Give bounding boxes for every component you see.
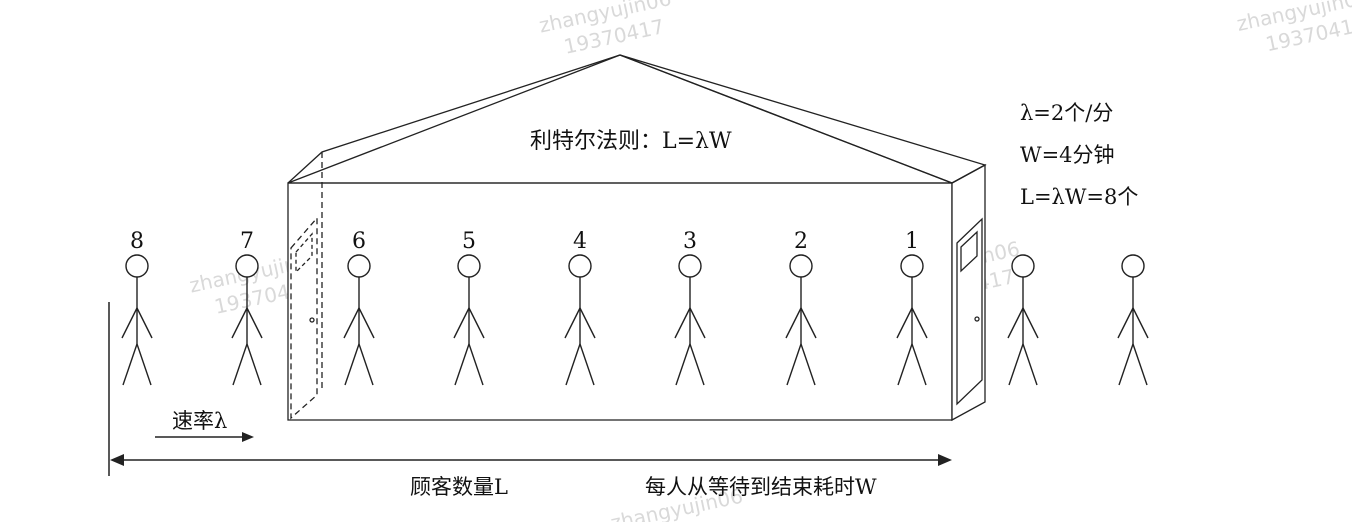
diagram-title: 利特尔法则：L=λW xyxy=(530,129,732,154)
customer-count-label: 顾客数量L xyxy=(410,475,508,499)
person-number: 6 xyxy=(352,229,366,254)
person-left-leg xyxy=(344,343,360,386)
person-left-leg xyxy=(1118,343,1134,386)
person-left-arm xyxy=(1117,307,1134,339)
store-building xyxy=(287,54,987,422)
person-right-leg xyxy=(911,343,927,386)
person-head xyxy=(568,254,592,278)
person-head xyxy=(125,254,149,278)
person-number: 5 xyxy=(462,229,476,254)
roof-side-face xyxy=(619,54,987,184)
length-arrow xyxy=(110,454,952,466)
rate-label: 速率λ xyxy=(172,409,227,433)
rate-arrow xyxy=(155,432,254,442)
person-right-leg xyxy=(358,343,374,386)
person-left-arm xyxy=(231,307,248,339)
person-head xyxy=(789,254,813,278)
person-right-arm xyxy=(1132,307,1149,339)
person-head xyxy=(678,254,702,278)
person-left-leg xyxy=(454,343,470,386)
people-queue: 8 7 6 5 4 3 2 1 xyxy=(121,229,1149,386)
person-figure xyxy=(231,254,263,386)
person-right-leg xyxy=(1132,343,1148,386)
person-left-arm xyxy=(785,307,802,339)
person-number: 1 xyxy=(905,229,919,254)
person-left-arm xyxy=(564,307,581,339)
person-left-arm xyxy=(121,307,138,339)
person-left-arm xyxy=(674,307,691,339)
person-right-arm xyxy=(800,307,817,339)
person-head xyxy=(235,254,259,278)
person-right-arm xyxy=(911,307,928,339)
person-figure xyxy=(896,254,928,386)
person-figure xyxy=(1117,254,1149,386)
person-right-leg xyxy=(579,343,595,386)
person-left-leg xyxy=(122,343,138,386)
person-number: 2 xyxy=(794,229,808,254)
exit-door-window xyxy=(960,230,978,273)
person-right-arm xyxy=(136,307,153,339)
person-right-arm xyxy=(358,307,375,339)
person-left-leg xyxy=(565,343,581,386)
exit-door-knob xyxy=(974,316,980,322)
person-right-arm xyxy=(1022,307,1039,339)
person-figure xyxy=(453,254,485,386)
formula-lambda: λ=2个/分 xyxy=(1020,101,1113,125)
person-figure xyxy=(674,254,706,386)
person-figure xyxy=(121,254,153,386)
person-right-leg xyxy=(246,343,262,386)
person-figure xyxy=(785,254,817,386)
person-number: 3 xyxy=(683,229,697,254)
person-right-arm xyxy=(689,307,706,339)
person-head xyxy=(900,254,924,278)
person-left-leg xyxy=(232,343,248,386)
person-right-leg xyxy=(136,343,152,386)
person-number: 4 xyxy=(573,229,587,254)
person-figure xyxy=(1007,254,1039,386)
person-left-arm xyxy=(1007,307,1024,339)
person-number: 8 xyxy=(130,229,144,254)
person-head xyxy=(1121,254,1145,278)
exit-door xyxy=(956,217,983,406)
person-right-arm xyxy=(468,307,485,339)
person-right-arm xyxy=(579,307,596,339)
person-right-arm xyxy=(246,307,263,339)
person-head xyxy=(457,254,481,278)
person-left-leg xyxy=(897,343,913,386)
entrance-door-knob xyxy=(309,317,315,323)
person-right-leg xyxy=(468,343,484,386)
person-right-leg xyxy=(800,343,816,386)
person-left-leg xyxy=(675,343,691,386)
watermark-top-right: zhangyujin06 19370417 xyxy=(1235,0,1352,56)
person-left-arm xyxy=(343,307,360,339)
person-right-leg xyxy=(1022,343,1038,386)
watermark-top: zhangyujin06 19370417 xyxy=(537,0,674,59)
person-left-leg xyxy=(786,343,802,386)
formula-l: L=λW=8个 xyxy=(1020,185,1138,209)
person-head xyxy=(347,254,371,278)
person-figure xyxy=(343,254,375,386)
building-front-wall xyxy=(287,182,953,421)
person-right-leg xyxy=(689,343,705,386)
entrance-door-window xyxy=(295,232,313,274)
person-left-leg xyxy=(1008,343,1024,386)
roof-front-face xyxy=(287,54,953,184)
formula-w: W=4分钟 xyxy=(1020,143,1115,167)
person-number: 7 xyxy=(240,229,254,254)
person-head xyxy=(1011,254,1035,278)
person-left-arm xyxy=(453,307,470,339)
person-figure xyxy=(564,254,596,386)
person-left-arm xyxy=(896,307,913,339)
time-per-person-label: 每人从等待到结束耗时W xyxy=(645,475,877,499)
